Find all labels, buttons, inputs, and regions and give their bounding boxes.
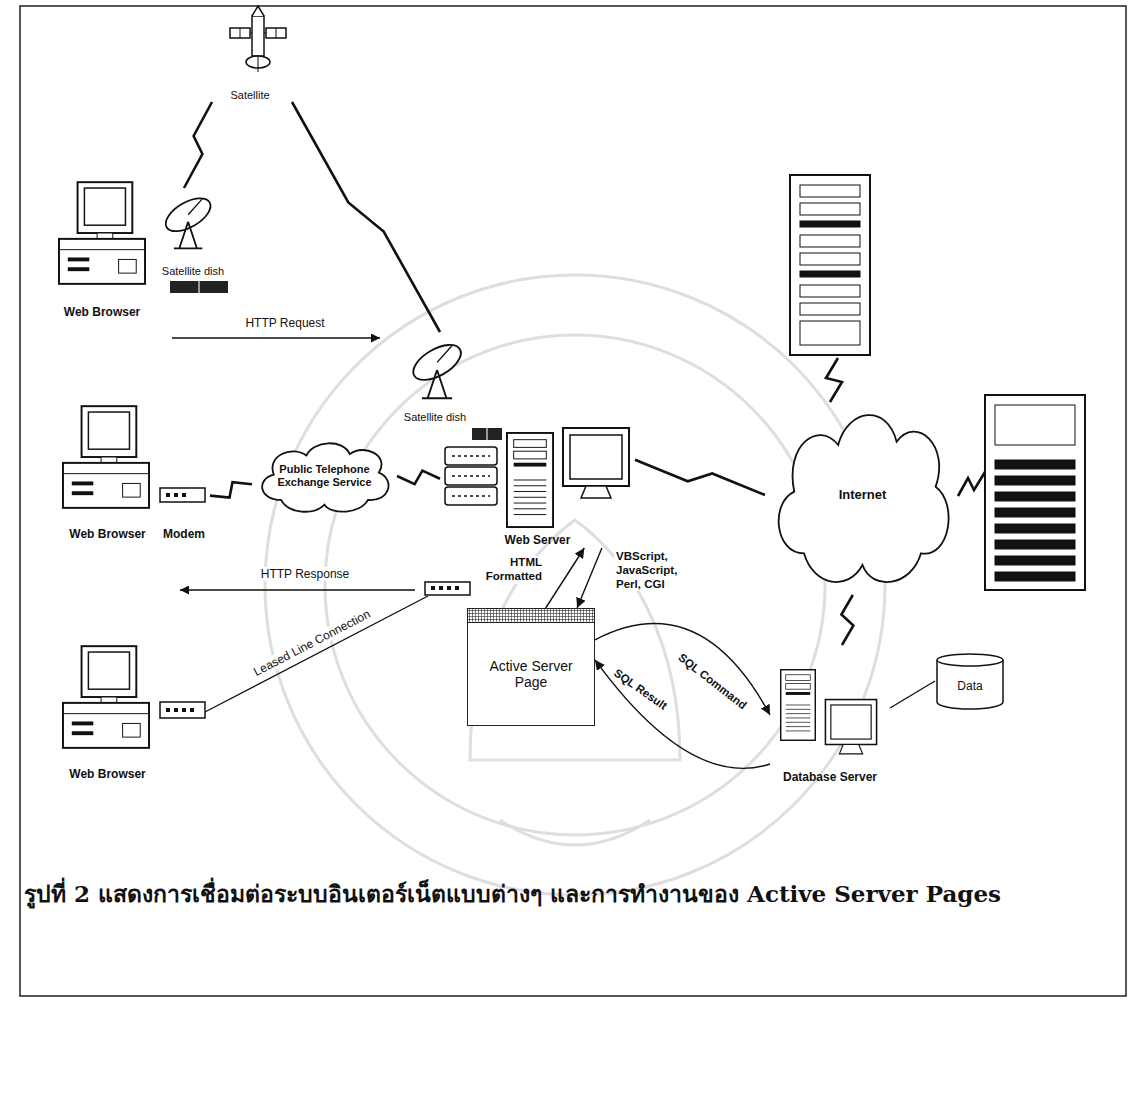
lightning-link (397, 471, 440, 485)
dotted-header (468, 609, 594, 623)
lightning-link (292, 102, 440, 332)
computer-icon (63, 646, 149, 748)
server-monitor (563, 428, 629, 498)
receiver-device (170, 281, 228, 293)
mainframe-server (985, 395, 1085, 590)
satellite-dish-node: Satellite dish (148, 188, 238, 278)
server-tower (507, 433, 553, 527)
cylinder-top (937, 654, 1003, 666)
network-cloud: Public Telephone Exchange Service (252, 435, 397, 517)
modem-icon (160, 488, 205, 502)
node-label: Active Server Page (479, 658, 583, 690)
node-label: Satellite dish (162, 265, 224, 278)
node-label: Web Browser (69, 528, 145, 542)
server-monitor (825, 700, 876, 754)
node-label: Web Server (505, 534, 571, 548)
computer-icon (59, 182, 145, 284)
router-icon (425, 582, 470, 595)
modem-node: Modem (158, 484, 210, 542)
lightning-link (958, 472, 985, 496)
node-label: Satellite dish (404, 411, 466, 424)
node-label: Internet (839, 488, 887, 503)
sql-command-arrow (595, 624, 770, 715)
lightning-link (184, 102, 212, 188)
modem-bank (445, 447, 497, 505)
edge-label: VBScript, JavaScript, Perl, CGI (614, 550, 702, 591)
cloud-shape (262, 443, 388, 511)
node-label: Web Browser (64, 306, 140, 320)
web-browser-node: Web Browser (58, 178, 146, 320)
satellite-icon (230, 6, 286, 72)
node-label: Data (957, 680, 982, 694)
edge-label: HTML Formatted (474, 556, 544, 584)
arrow-label: HTTP Response (259, 567, 351, 581)
cloud-shape (779, 415, 949, 582)
lightning-link (210, 482, 252, 497)
node-label: Public Telephone Exchange Service (270, 463, 380, 488)
line-device (160, 702, 205, 718)
lightning-link (841, 595, 853, 645)
response-arrow (180, 589, 415, 590)
server-tower (781, 670, 816, 741)
cylinder-body (937, 660, 1003, 709)
leased-line (205, 596, 428, 712)
data-link (890, 681, 935, 708)
script-arrow (577, 548, 602, 608)
web-browser-node: Web Browser (60, 402, 155, 542)
computer-icon (63, 406, 149, 508)
web-server-node: Web Server (440, 422, 635, 548)
rack-server (790, 175, 870, 355)
sql-result-arrow (595, 660, 770, 768)
node-label: Database Server (783, 771, 877, 785)
arrow-label: HTTP Request (243, 316, 326, 330)
node-label: Web Browser (69, 768, 145, 782)
line-label: Leased Line Connection (249, 606, 374, 680)
figure-caption: รูปที่ 2 แสดงการเชื่อมต่อระบบอินเตอร์เน็… (24, 880, 1120, 909)
network-cloud: Internet (765, 395, 960, 595)
dish-icon (408, 338, 467, 398)
satellite-dish-node: Satellite dish (385, 332, 485, 424)
web-browser-node: Web Browser (60, 642, 155, 782)
process-box: Active Server Page (467, 608, 595, 726)
satellite-node: Satellite (200, 2, 300, 102)
data-cylinder: Data (935, 652, 1005, 710)
node-label: Satellite (230, 89, 269, 102)
database-server-node: Database Server (770, 645, 890, 785)
dish-icon (160, 192, 215, 249)
edge-label: SQL Command (674, 650, 751, 714)
node-label: Modem (163, 528, 205, 542)
watermark-seal (265, 275, 885, 895)
receiver-device (472, 428, 502, 440)
lightning-link (826, 358, 842, 402)
page-frame (20, 6, 1126, 996)
lightning-link (635, 460, 765, 495)
html-arrow (546, 548, 585, 608)
request-arrow (172, 337, 380, 338)
